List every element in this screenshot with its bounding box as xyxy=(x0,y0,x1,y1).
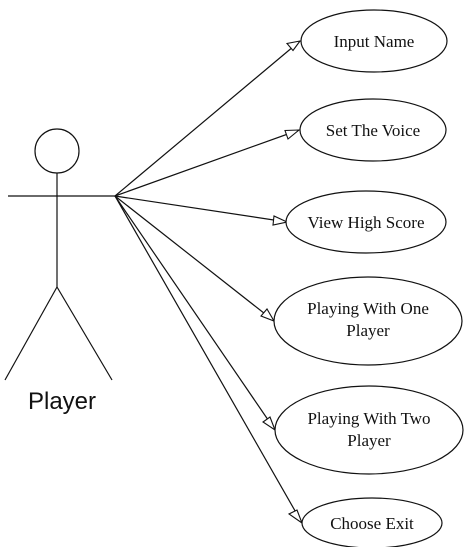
arrowhead-choose-exit xyxy=(287,509,304,525)
use-case-choose-exit: Choose Exit xyxy=(301,497,443,547)
use-case-label: Set The Voice xyxy=(326,121,420,140)
use-case-ellipse xyxy=(285,190,447,254)
use-case-playing-with-one-player: Playing With One Player xyxy=(273,276,463,366)
actor-figure xyxy=(4,128,115,381)
arrowhead-input-name xyxy=(285,40,302,52)
actor-right-leg xyxy=(56,286,113,381)
use-case-view-high-score: View High Score xyxy=(285,190,447,254)
association-playing-with-two-player xyxy=(114,195,276,431)
use-case-input-name: Input Name xyxy=(300,9,448,73)
use-case-label: View High Score xyxy=(307,213,424,232)
actor-label: Player xyxy=(28,388,96,415)
use-case-label-line-2: Player xyxy=(347,431,391,450)
use-case-label: Choose Exit xyxy=(330,514,414,533)
association-input-name xyxy=(114,40,301,197)
use-case-playing-with-two-player: Playing With Two Player xyxy=(274,385,464,475)
association-set-the-voice xyxy=(114,129,300,197)
use-case-ellipse xyxy=(273,276,463,366)
use-case-label-line-1: Playing With One xyxy=(307,299,429,318)
actor-left-leg xyxy=(4,286,58,381)
arrowhead-set-the-voice xyxy=(284,129,301,140)
use-case-label-line-2: Player xyxy=(346,321,390,340)
use-case-ellipse xyxy=(301,497,443,547)
use-case-ellipse xyxy=(299,98,447,162)
arrowhead-view-high-score xyxy=(272,215,289,226)
use-case-label-line-1: Playing With Two xyxy=(307,409,430,428)
association-view-high-score xyxy=(114,195,288,223)
association-choose-exit xyxy=(114,195,303,524)
use-case-ellipse xyxy=(300,9,448,73)
actor-head xyxy=(34,128,80,174)
arrowhead-playing-with-two-player xyxy=(262,416,277,432)
use-case-ellipse xyxy=(274,385,464,475)
use-case-label: Input Name xyxy=(334,32,415,51)
arrowhead-playing-with-one-player xyxy=(260,308,276,323)
association-playing-with-one-player xyxy=(114,195,275,322)
associations xyxy=(114,40,303,524)
arrowheads xyxy=(260,40,304,525)
use-case-set-the-voice: Set The Voice xyxy=(299,98,447,162)
